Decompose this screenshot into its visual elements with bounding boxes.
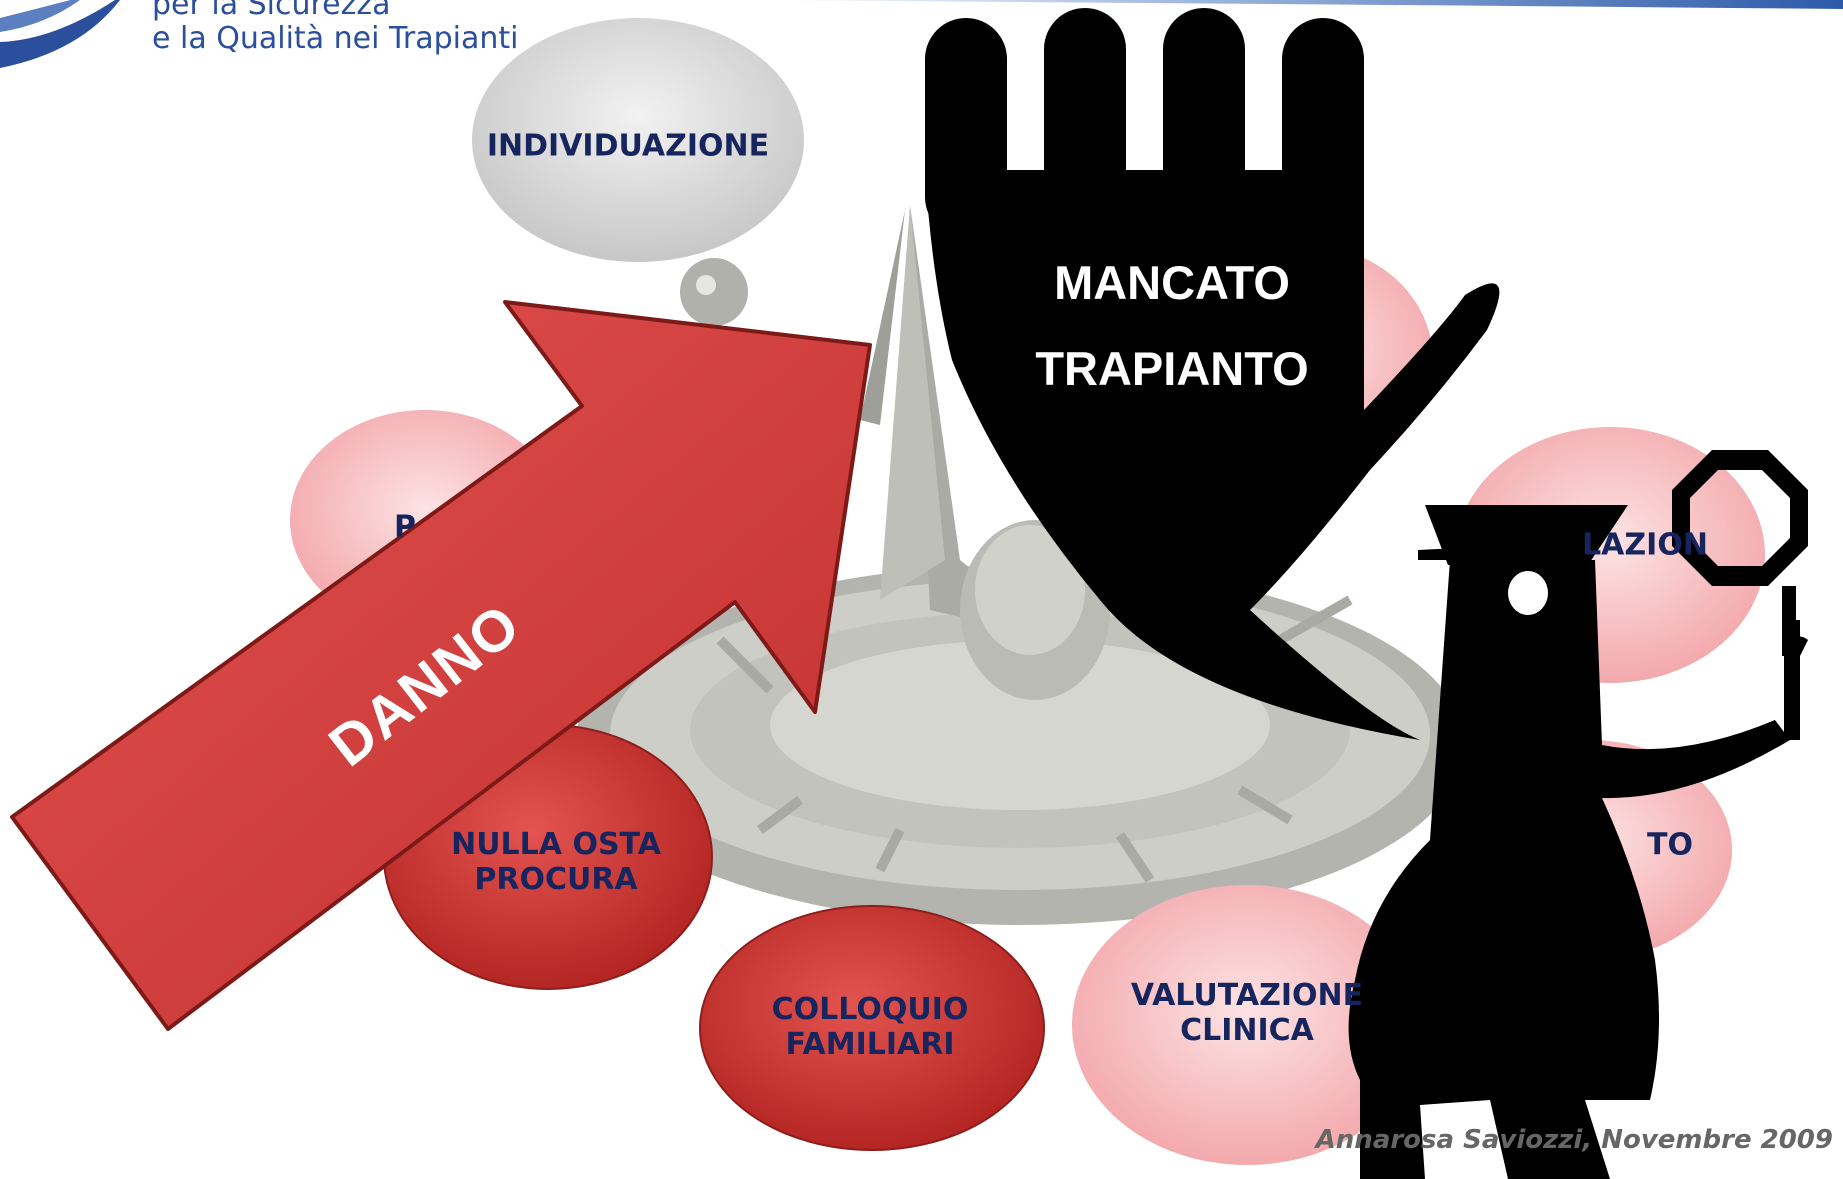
label-individuazione: INDIVIDUAZIONE xyxy=(487,129,769,164)
node-colloquio-familiari xyxy=(699,905,1045,1151)
label-nulla-osta-line-1: NULLA OSTA xyxy=(451,827,661,862)
node-valutazione-clinica xyxy=(1072,885,1422,1165)
label-valutazione-line-1: VALUTAZIONE xyxy=(1130,978,1364,1013)
organization-line-2: e la Qualità nei Trapianti xyxy=(152,21,519,56)
organization-line-1: per la Sicurezza xyxy=(152,0,391,22)
label-colloquio-line-2: FAMILIARI xyxy=(785,1027,955,1062)
label-right-upper-partial: LAZION xyxy=(1582,528,1708,563)
policeman-icon xyxy=(1348,450,1808,1179)
label-nulla-osta-procura: NULLA OSTA PROCURA xyxy=(451,827,661,897)
danno-arrow xyxy=(10,300,872,1031)
label-left-partial: P xyxy=(394,510,416,545)
label-colloquio-familiari: COLLOQUIO FAMILIARI xyxy=(772,992,969,1062)
label-nulla-osta-line-2: PROCURA xyxy=(474,862,638,897)
label-right-lower-partial-text: TO xyxy=(1647,827,1693,863)
label-colloquio-line-1: COLLOQUIO xyxy=(771,992,969,1027)
organization-name: per la Sicurezza e la Qualità nei Trapia… xyxy=(152,0,518,56)
logo-icon xyxy=(0,0,120,68)
stop-hand-icon xyxy=(925,8,1500,740)
node-individuazione xyxy=(472,18,804,262)
author-credit: Annarosa Saviozzi, Novembre 2009 xyxy=(1315,1125,1833,1155)
mancato-line-1: MANCATO xyxy=(1054,256,1290,309)
mancato-line-2: TRAPIANTO xyxy=(1035,342,1309,395)
label-individuazione-text: INDIVIDUAZIONE xyxy=(486,128,770,164)
label-right-upper-partial-text: LAZION xyxy=(1582,527,1708,563)
header-band xyxy=(760,0,1843,9)
label-right-lower-partial: TO xyxy=(1647,828,1693,863)
label-left-partial-text: P xyxy=(394,509,416,545)
label-valutazione-clinica: VALUTAZIONE CLINICA xyxy=(1131,978,1363,1048)
label-valutazione-line-2: CLINICA xyxy=(1180,1013,1314,1048)
